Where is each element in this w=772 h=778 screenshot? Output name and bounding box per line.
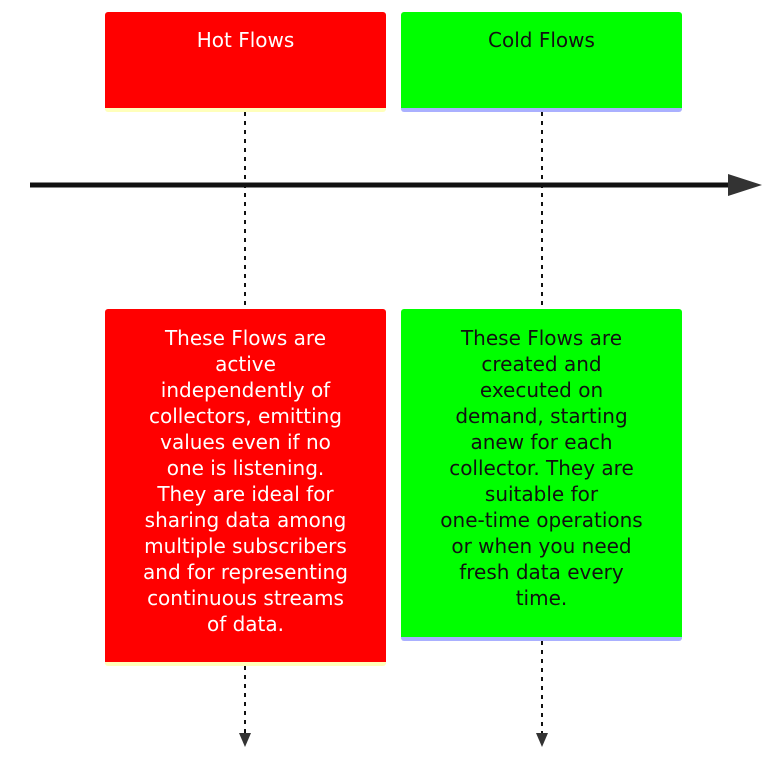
hot-lifeline-arrowhead [239, 733, 251, 747]
hot-flows-header: Hot Flows [105, 12, 386, 112]
hot-flows-description: These Flows are active independently of … [143, 326, 348, 636]
hot-flows-note: These Flows are active independently of … [105, 309, 386, 666]
cold-flows-title: Cold Flows [488, 28, 595, 52]
cold-flows-description: These Flows are created and executed on … [440, 326, 643, 610]
cold-flows-header: Cold Flows [401, 12, 682, 112]
hot-flows-title: Hot Flows [196, 28, 295, 52]
cold-flows-note: These Flows are created and executed on … [401, 309, 682, 641]
cold-lifeline-arrowhead [536, 733, 548, 747]
timeline-arrowhead [728, 174, 762, 196]
